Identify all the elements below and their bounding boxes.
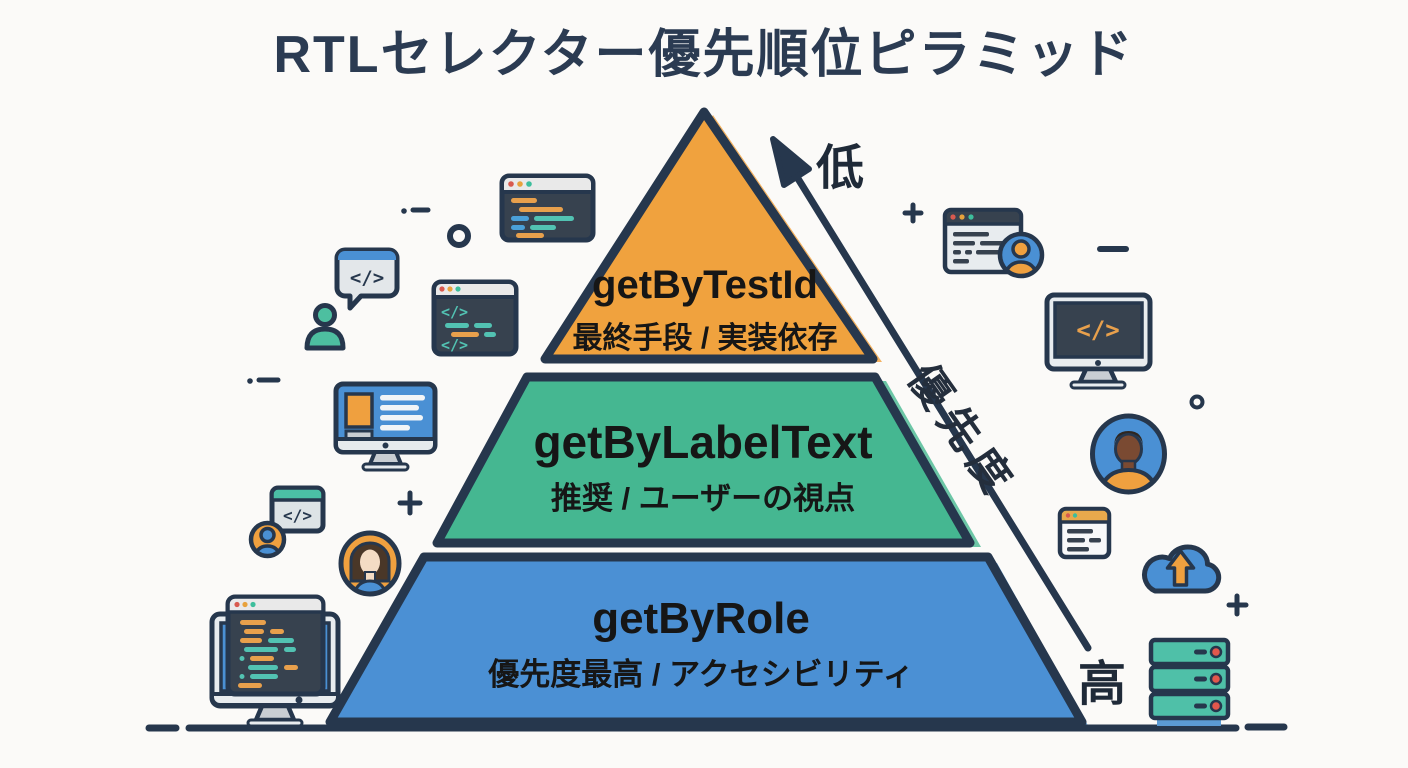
arrow-head <box>770 136 812 188</box>
pyramid-level-middle <box>432 372 975 548</box>
workstation-code-icon <box>204 594 345 728</box>
level-name: getByLabelText <box>533 416 873 468</box>
pyramid-level-top <box>540 107 878 364</box>
person-icon <box>301 301 348 351</box>
axis-low-label: 低 <box>816 142 865 195</box>
speech-bubble-code-icon: </> <box>332 246 401 312</box>
cloud-upload-icon <box>1139 527 1222 600</box>
ground-line <box>145 723 1288 732</box>
man-avatar-icon <box>1088 411 1169 497</box>
code-window-icon <box>499 173 596 243</box>
monitor-code-icon: </> <box>1040 292 1157 390</box>
dot-dash-mark <box>247 377 281 384</box>
svg-text:</>: </> <box>350 267 384 289</box>
monitor-document-icon <box>333 381 438 472</box>
circle-mark <box>1189 394 1205 410</box>
level-name: getByTestId <box>592 263 818 307</box>
axis-high-label: 高 <box>1078 658 1127 711</box>
browser-user-icon <box>942 202 1047 281</box>
dot-dash-mark <box>401 207 431 214</box>
page-title: RTLセレクター優先順位ピラミッド <box>273 26 1135 84</box>
level-description: 優先度最高 / アクセシビリティ <box>488 657 914 693</box>
code-tab-icon: </> <box>269 485 326 534</box>
level-description: 推奨 / ユーザーの視点 <box>550 481 856 517</box>
server-stack-icon <box>1147 636 1232 728</box>
plus-sign <box>902 202 924 224</box>
svg-text:</>: </> <box>441 336 468 354</box>
svg-text:</>: </> <box>1076 316 1119 344</box>
plus-sign <box>397 490 423 516</box>
editor-window-icon: </> </> <box>431 279 519 357</box>
woman-avatar-icon <box>337 529 403 598</box>
level-description: 最終手段 / 実装依存 <box>572 322 838 355</box>
document-icon <box>1057 506 1112 560</box>
pyramid-level-bottom <box>325 552 1087 727</box>
svg-text:</>: </> <box>283 506 312 525</box>
user-avatar-small-icon <box>247 519 288 560</box>
level-label-getByRole: getByRole 優先度最高 / アクセシビリティ <box>488 594 914 694</box>
plus-sign <box>1226 593 1249 617</box>
level-name: getByRole <box>592 594 810 643</box>
level-label-getByTestId: getByTestId 最終手段 / 実装依存 <box>572 264 837 357</box>
circle-mark <box>447 224 471 248</box>
decorative-marks <box>247 202 1249 617</box>
priority-arrow <box>770 136 1092 652</box>
level-label-getByLabelText: getByLabelText 推奨 / ユーザーの視点 <box>533 418 872 518</box>
svg-text:</>: </> <box>441 303 468 321</box>
